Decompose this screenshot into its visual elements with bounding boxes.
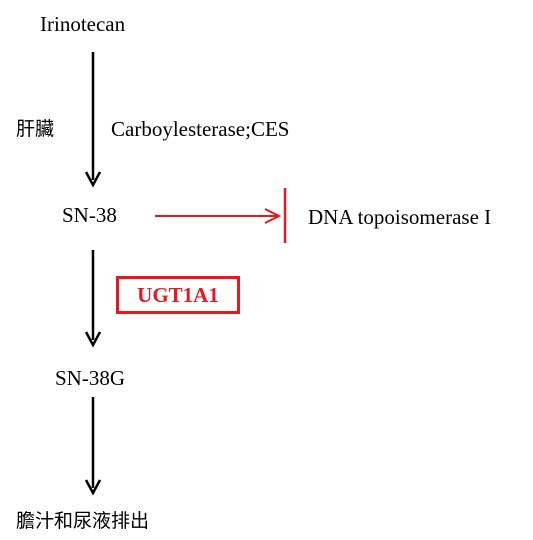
excretion-label: 膽汁和尿液排出 [16, 510, 150, 532]
ces-enzyme-label: Carboylesterase;CES [111, 117, 290, 141]
excretion-arrow [84, 397, 102, 496]
topoisomerase-label: DNA topoisomerase I [308, 205, 492, 229]
glucuronidation-arrow [84, 250, 102, 348]
activation-arrow [84, 52, 102, 188]
ugt1a1-label: UGT1A1 [137, 282, 219, 307]
sn38g-label: SN-38G [55, 366, 126, 390]
irinotecan-label: Irinotecan [40, 12, 126, 36]
inhibition-arrow [155, 188, 287, 243]
sn38-label: SN-38 [62, 203, 117, 227]
liver-label: 肝臟 [16, 118, 55, 140]
ugt1a1-box: UGT1A1 [116, 276, 240, 314]
